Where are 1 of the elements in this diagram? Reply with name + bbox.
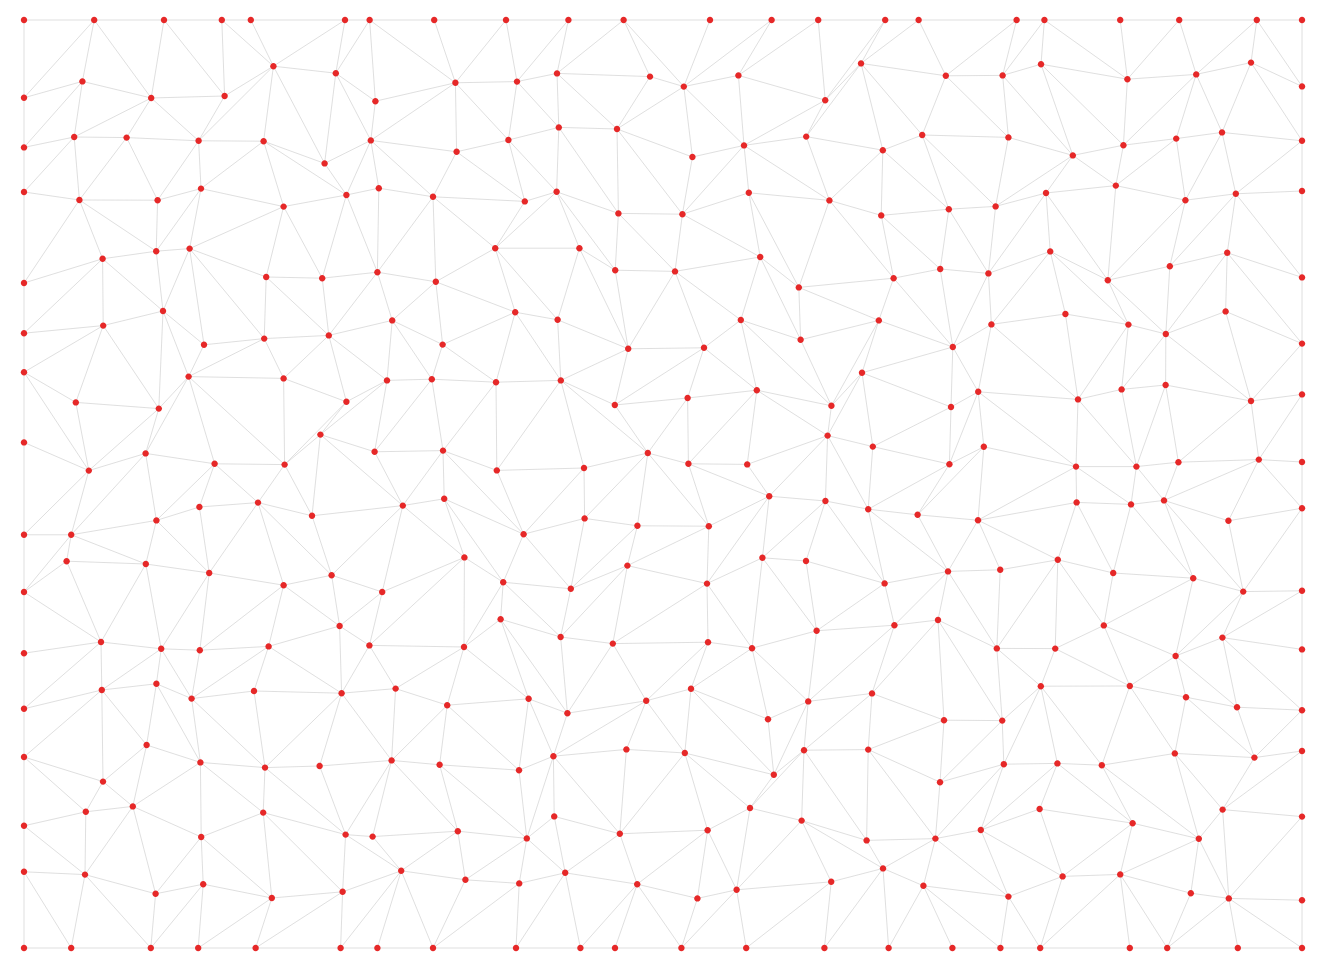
mesh-drawing [20,16,1306,952]
